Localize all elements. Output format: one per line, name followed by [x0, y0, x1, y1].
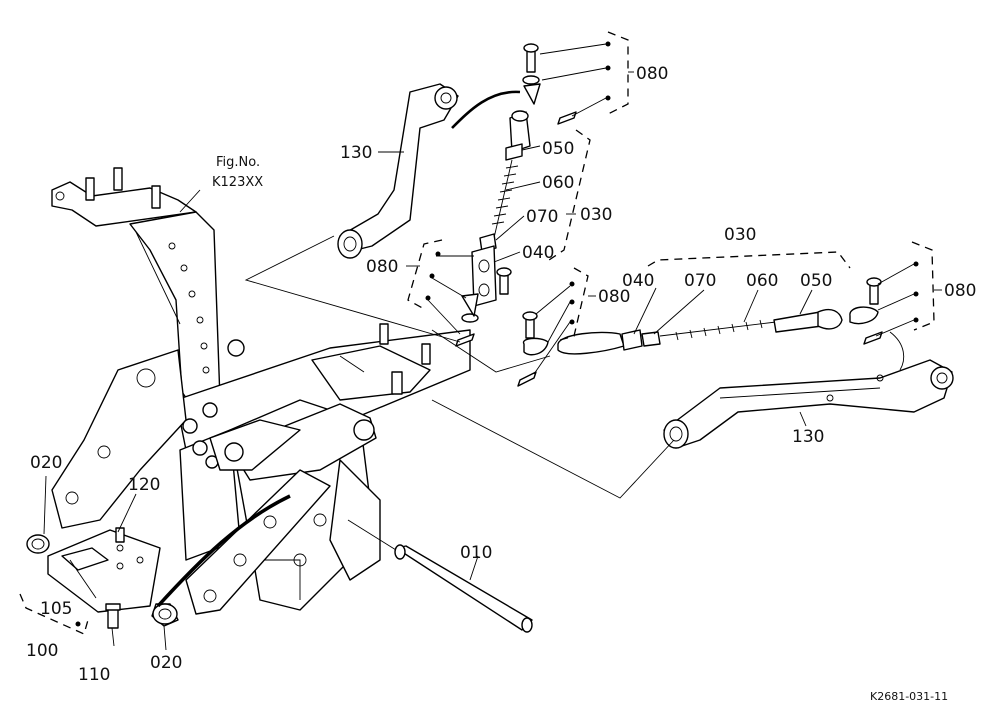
bracket-holes	[168, 242, 210, 374]
lower-bracket-assembly	[26, 494, 291, 629]
callout-100: 100	[26, 641, 58, 661]
upper-lift-rod-130	[337, 83, 521, 259]
callout-040-upper: 040	[522, 243, 554, 263]
fig-no-value: K123XX	[212, 175, 263, 190]
callout-070-upper: 070	[526, 207, 558, 227]
callout-080-top: 080	[636, 64, 668, 84]
callout-080-right: 080	[944, 281, 976, 301]
callout-labels: Fig.No. K123XX 080 130 050 060 070 030 0…	[26, 64, 976, 703]
callout-020-bottom: 020	[150, 653, 182, 673]
callout-130-upper: 130	[340, 143, 372, 163]
assembly-guide-lines	[244, 235, 675, 499]
callout-050-upper: 050	[542, 139, 574, 159]
callout-050-right: 050	[800, 271, 832, 291]
callout-040-right: 040	[622, 271, 654, 291]
callout-060-right: 060	[746, 271, 778, 291]
callout-080-mid: 080	[598, 287, 630, 307]
callout-030-upper: 030	[580, 205, 612, 225]
right-turnbuckle-030	[517, 277, 905, 387]
hardware-dots	[75, 41, 919, 627]
callout-070-right: 070	[684, 271, 716, 291]
callout-010: 010	[460, 543, 492, 563]
callout-020-top: 020	[30, 453, 62, 473]
callout-120: 120	[128, 475, 160, 495]
callout-060-upper: 060	[542, 173, 574, 193]
callout-130-lower: 130	[792, 427, 824, 447]
group-brackets	[19, 31, 935, 635]
leader-lines	[43, 43, 942, 651]
hitch-frame	[51, 167, 471, 615]
callout-105: 105	[40, 599, 72, 619]
drawing-code: K2681-031-11	[870, 690, 948, 703]
callout-080-left: 080	[366, 257, 398, 277]
callout-110: 110	[78, 665, 110, 685]
callout-030-right: 030	[724, 225, 756, 245]
lower-lift-rod-130	[663, 359, 954, 449]
fig-no-label: Fig.No.	[216, 155, 260, 170]
upper-turnbuckle-030	[455, 43, 577, 347]
shaft-010	[347, 519, 533, 633]
